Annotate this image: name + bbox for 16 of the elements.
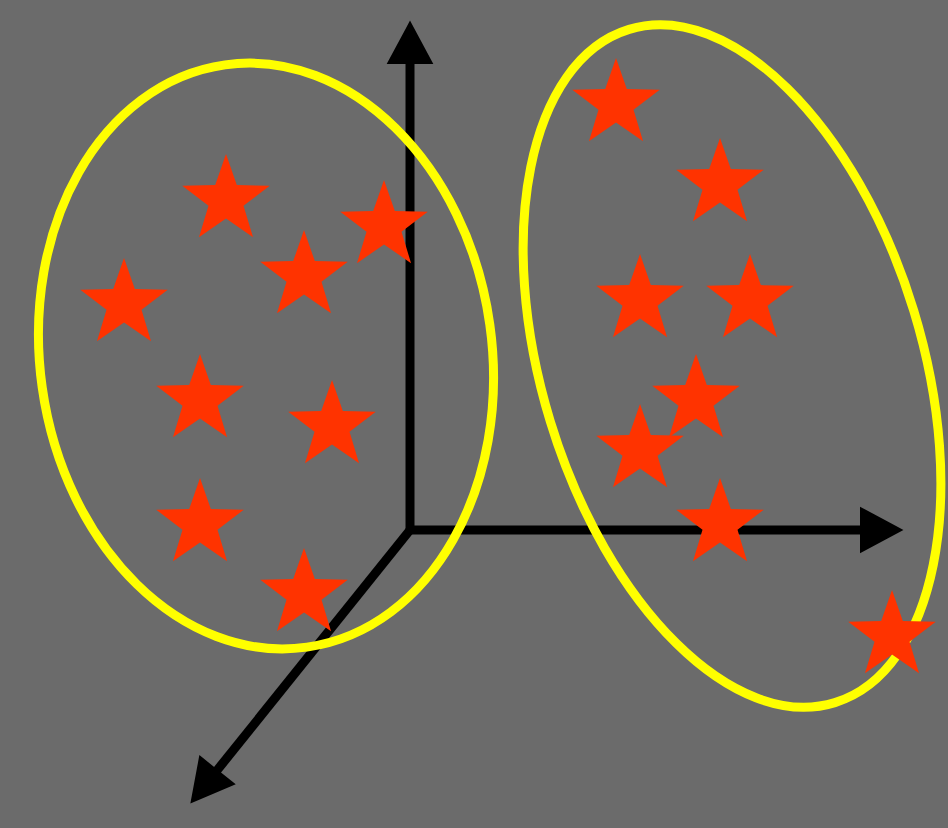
star [676,478,764,562]
star [156,354,244,438]
star [340,180,428,264]
star [706,254,794,338]
star [652,354,740,438]
star [288,380,376,464]
star [596,404,684,488]
star [260,548,348,632]
star [260,230,348,314]
star [156,478,244,562]
star [596,254,684,338]
star [80,258,168,342]
star [676,138,764,222]
cluster-ellipse [34,58,498,654]
star [182,154,270,238]
star [572,58,660,142]
